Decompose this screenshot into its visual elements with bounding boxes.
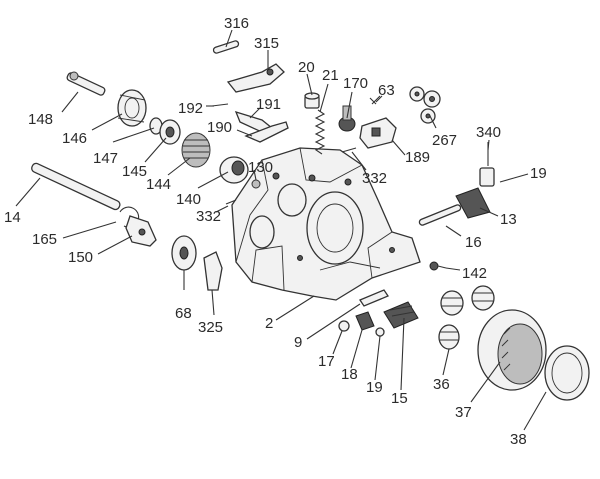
screw-142: [429, 261, 447, 271]
screw-19a: [499, 177, 515, 183]
callout-150: 150: [68, 249, 93, 266]
callout-15: 15: [391, 390, 408, 407]
bolt-192: [211, 103, 229, 107]
callout-145: 145: [122, 163, 147, 180]
callout-192: 192: [178, 100, 203, 117]
bearing-145: [159, 119, 181, 145]
clip-18: [355, 311, 375, 331]
callout-316: 316: [224, 15, 249, 32]
shaft-16: [418, 204, 462, 226]
callout-165: 165: [32, 231, 57, 248]
callout-340: 340: [476, 124, 501, 141]
callout-142: 142: [462, 265, 487, 282]
gears-267: [409, 86, 441, 124]
callout-315: 315: [254, 35, 279, 52]
callout-170: 170: [343, 75, 368, 92]
callout-130: 130: [248, 159, 273, 176]
shaft-148: [66, 71, 106, 96]
leader-lines: [15, 29, 547, 431]
callout-267: 267: [432, 132, 457, 149]
callout-labels: 316 315 20 21 170 63 148 146 192 191 190…: [4, 15, 547, 448]
callout-63: 63: [378, 82, 395, 99]
callout-146: 146: [62, 130, 87, 147]
callout-17: 17: [318, 353, 335, 370]
bracket-325: [203, 251, 223, 291]
washer-17: [338, 320, 350, 332]
callout-20: 20: [298, 59, 315, 76]
callout-332-right: 332: [362, 170, 387, 187]
callout-140: 140: [176, 191, 201, 208]
callout-2: 2: [265, 315, 273, 332]
callout-190: 190: [207, 119, 232, 136]
bolt-332b: [341, 147, 357, 153]
callout-13: 13: [500, 211, 517, 228]
cap-170: [338, 105, 356, 132]
bearing-146: [117, 89, 147, 127]
callout-147: 147: [93, 150, 118, 167]
screw-63: [369, 95, 381, 105]
seal-ring-38: [544, 345, 590, 401]
callout-18: 18: [341, 366, 358, 383]
bolt-332a: [225, 199, 237, 205]
callout-189: 189: [405, 149, 430, 166]
plate-13: [455, 187, 491, 219]
callout-332-left: 332: [196, 208, 221, 225]
screw-19b: [375, 327, 385, 337]
switch-189: [359, 117, 397, 149]
callout-68: 68: [175, 305, 192, 322]
callout-21: 21: [322, 67, 339, 84]
planet-gears-36: [438, 285, 495, 350]
fitting-340: [479, 142, 495, 187]
callout-19-top: 19: [530, 165, 547, 182]
callout-191: 191: [256, 96, 281, 113]
callout-148: 148: [28, 111, 53, 128]
callout-14: 14: [4, 209, 21, 226]
disc-68: [171, 235, 197, 271]
part-130: [251, 179, 261, 189]
gearcase-140: [219, 156, 249, 184]
lever-315: [226, 63, 285, 93]
callout-9: 9: [294, 334, 302, 351]
callout-37: 37: [455, 404, 472, 421]
gear-150: [125, 215, 157, 247]
shaft-14: [31, 162, 121, 211]
pin-9: [359, 289, 389, 307]
bushing-20: [304, 92, 320, 109]
spring-21: [314, 109, 326, 155]
callout-325: 325: [198, 319, 223, 336]
callout-38: 38: [510, 431, 527, 448]
ring-gear-37: [477, 309, 547, 391]
callout-36: 36: [433, 376, 450, 393]
transmission-housing: [231, 147, 421, 301]
callout-16: 16: [465, 234, 482, 251]
gear-144: [181, 132, 211, 168]
callout-144: 144: [146, 176, 171, 193]
block-15: [383, 301, 419, 329]
callout-19-bottom: 19: [366, 379, 383, 396]
link-190: [244, 121, 289, 143]
